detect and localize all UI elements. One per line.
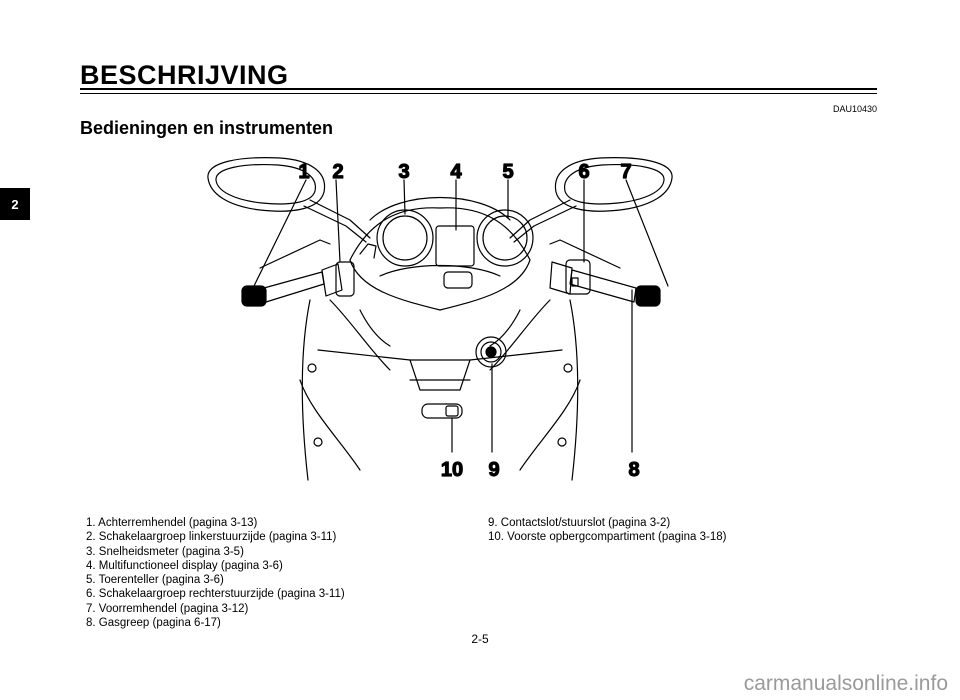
legend-item: 3. Snelheidsmeter (pagina 3-5) (86, 545, 244, 558)
legend-item: 1. Achterremhendel (pagina 3-13) (86, 517, 258, 529)
callout-6: 6 (578, 161, 589, 183)
callout-1: 1 (298, 161, 309, 183)
section-title: Bedieningen en instrumenten (80, 118, 334, 138)
storage-latch (421, 403, 463, 419)
callout-2: 2 (332, 161, 343, 183)
header-rule-thin (80, 93, 877, 94)
watermark: carmanualsonline.info (743, 672, 948, 695)
legend-left: 1. Achterremhendel (pagina 3-13) 2. Scha… (86, 516, 345, 630)
page-number: 2-5 (471, 632, 489, 646)
legend-item: 8. Gasgreep (pagina 6-17) (86, 617, 221, 630)
ignition-switch (475, 336, 507, 368)
legend-item: 4. Multifunctioneel display (pagina 3-6) (86, 559, 283, 572)
legend-item: 6. Schakelaargroep rechterstuurzijde (pa… (86, 588, 345, 601)
legend-item: 7. Voorremhendel (pagina 3-12) (86, 602, 249, 615)
right-mirror (509, 157, 673, 243)
document-code: DAU10430 (832, 104, 877, 114)
callout-3: 3 (398, 161, 409, 183)
callout-9: 9 (488, 459, 499, 481)
callout-4: 4 (450, 161, 462, 183)
legend-item: 5. Toerenteller (pagina 3-6) (86, 574, 224, 587)
chapter-tab: 2 (0, 188, 30, 220)
legend-item: 10. Voorste opbergcompartiment (pagina 3… (488, 531, 727, 544)
legend-right: 9. Contactslot/stuurslot (pagina 3-2) 10… (488, 516, 726, 545)
left-handlebar (241, 239, 377, 307)
header-rule (80, 88, 877, 90)
callout-10: 10 (441, 459, 463, 481)
legend-item: 9. Contactslot/stuurslot (pagina 3-2) (488, 517, 671, 529)
right-handlebar (549, 239, 661, 307)
scooter-cockpit-illustration: 1 2 3 4 5 6 7 8 9 10 (207, 157, 673, 482)
dashboard (349, 197, 534, 311)
callout-7: 7 (620, 161, 631, 183)
callout-5: 5 (502, 161, 513, 183)
left-mirror (207, 157, 371, 243)
front-body (299, 299, 581, 481)
page-title: BESCHRIJVING (80, 60, 289, 90)
legend-item: 2. Schakelaargroep linkerstuurzijde (pag… (86, 531, 337, 544)
callout-8: 8 (628, 459, 639, 481)
leader-lines (253, 179, 669, 453)
